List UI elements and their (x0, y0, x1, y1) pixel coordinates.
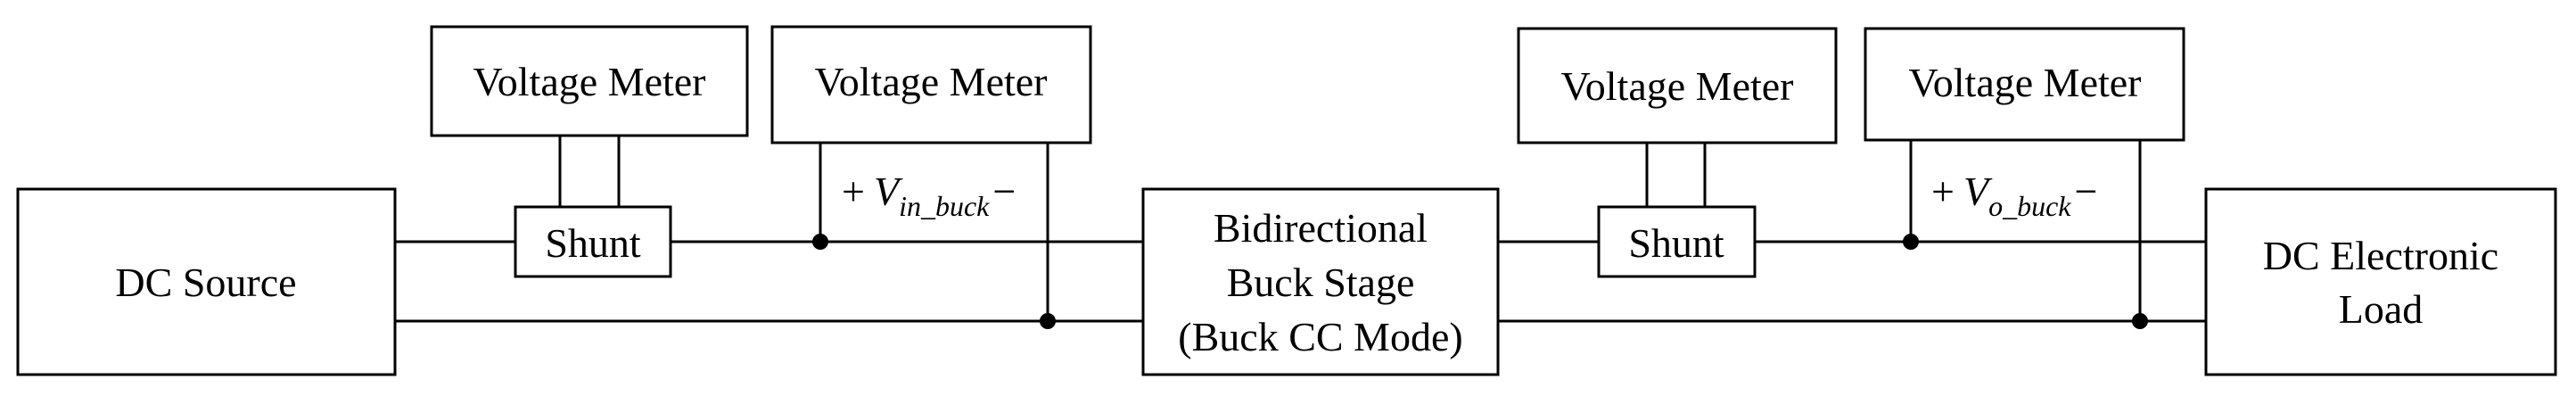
dc-load-block: DC Electronic Load (2204, 187, 2557, 376)
dc-source-label: DC Source (115, 260, 296, 305)
voltage-meter-4-label: Voltage Meter (1908, 60, 2141, 105)
voltage-meter-4-block: Voltage Meter (1864, 27, 2185, 142)
voltage-meter-1-block: Voltage Meter (430, 25, 749, 137)
voltage-meter-1-label: Voltage Meter (473, 59, 705, 104)
junction-dot (2132, 313, 2148, 329)
voltage-meter-2-block: Voltage Meter (770, 25, 1092, 144)
junction-dot (812, 234, 828, 250)
buck-stage-label-line2: Buck Stage (1227, 260, 1415, 305)
voltage-meter-3-block: Voltage Meter (1517, 27, 1838, 144)
buck-stage-label-line1: Bidirectional (1214, 205, 1428, 251)
junction-dot (1040, 313, 1056, 329)
shunt-in-label: Shunt (545, 220, 641, 266)
shunt-out-label: Shunt (1628, 220, 1724, 266)
voltage-meter-2-label: Voltage Meter (814, 59, 1047, 104)
shunt-out-block: Shunt (1597, 205, 1757, 278)
wires (395, 136, 2206, 323)
junction-dot (1903, 234, 1919, 250)
buck-stage-label-line3: (Buck CC Mode) (1178, 314, 1462, 359)
buck-stage-block: Bidirectional Buck Stage (Buck CC Mode) (1141, 187, 1500, 376)
dc-load-label-line1: DC Electronic (2263, 233, 2498, 278)
voltage-meter-3-label: Voltage Meter (1560, 63, 1793, 109)
output-voltage-label: +Vo_buck− (1931, 169, 2097, 222)
shunt-in-block: Shunt (514, 205, 672, 278)
input-voltage-label: +Vin_buck− (842, 169, 1016, 222)
dc-load-label-line2: Load (2339, 286, 2424, 332)
dc-source-block: DC Source (16, 187, 397, 376)
